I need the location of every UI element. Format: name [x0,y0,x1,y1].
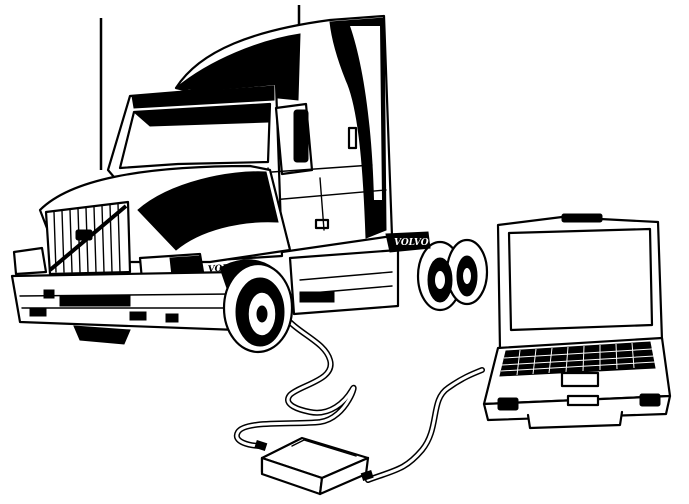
cab-brand-label: VOLVO [394,238,429,248]
vci-interface-box [255,438,373,494]
laptop-touchpad [562,373,598,386]
laptop-screen [509,229,652,330]
laptop-cable [368,370,482,480]
truck: VOLVO VOLVO [12,5,487,352]
laptop [484,214,670,428]
headlight-left [14,248,46,274]
